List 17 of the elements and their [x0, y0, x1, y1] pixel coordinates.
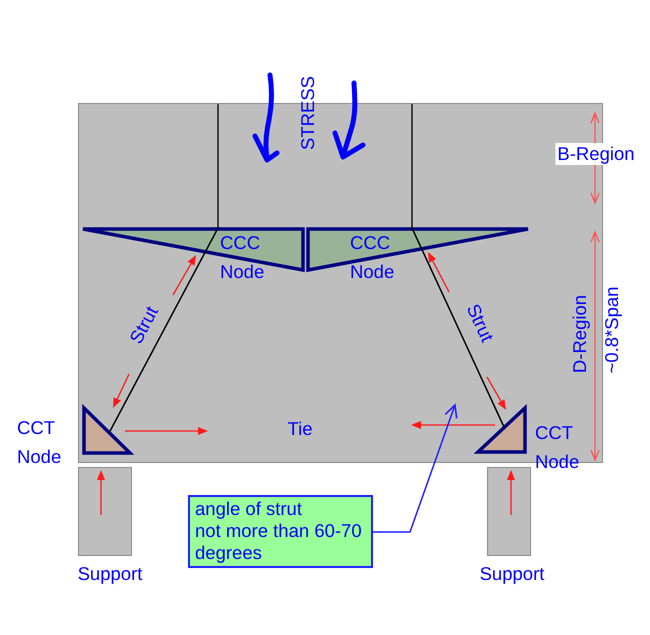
node-label: CCC Node: [350, 231, 394, 284]
callout-box: [188, 495, 373, 568]
edge-label: Strut: [124, 302, 162, 347]
node-label: CCT Node: [535, 420, 580, 474]
node-label: Support: [478, 562, 546, 586]
edge-label: Strut: [462, 300, 498, 345]
callout-text: angle of strut not more than 60-70 degrees: [195, 498, 363, 564]
node-label: CCT Node: [17, 416, 62, 468]
load-label: STRESS: [297, 76, 319, 150]
node-label: Support: [76, 562, 144, 586]
tie-label: Tie: [288, 418, 312, 440]
dimension-label: ~0.8*Span: [601, 286, 623, 374]
strut-line: [108, 228, 219, 434]
strut-line: [411, 228, 505, 428]
node-label: CCC Node: [220, 231, 264, 284]
leader-line: [373, 404, 458, 533]
region-label: D-Region: [569, 294, 591, 374]
